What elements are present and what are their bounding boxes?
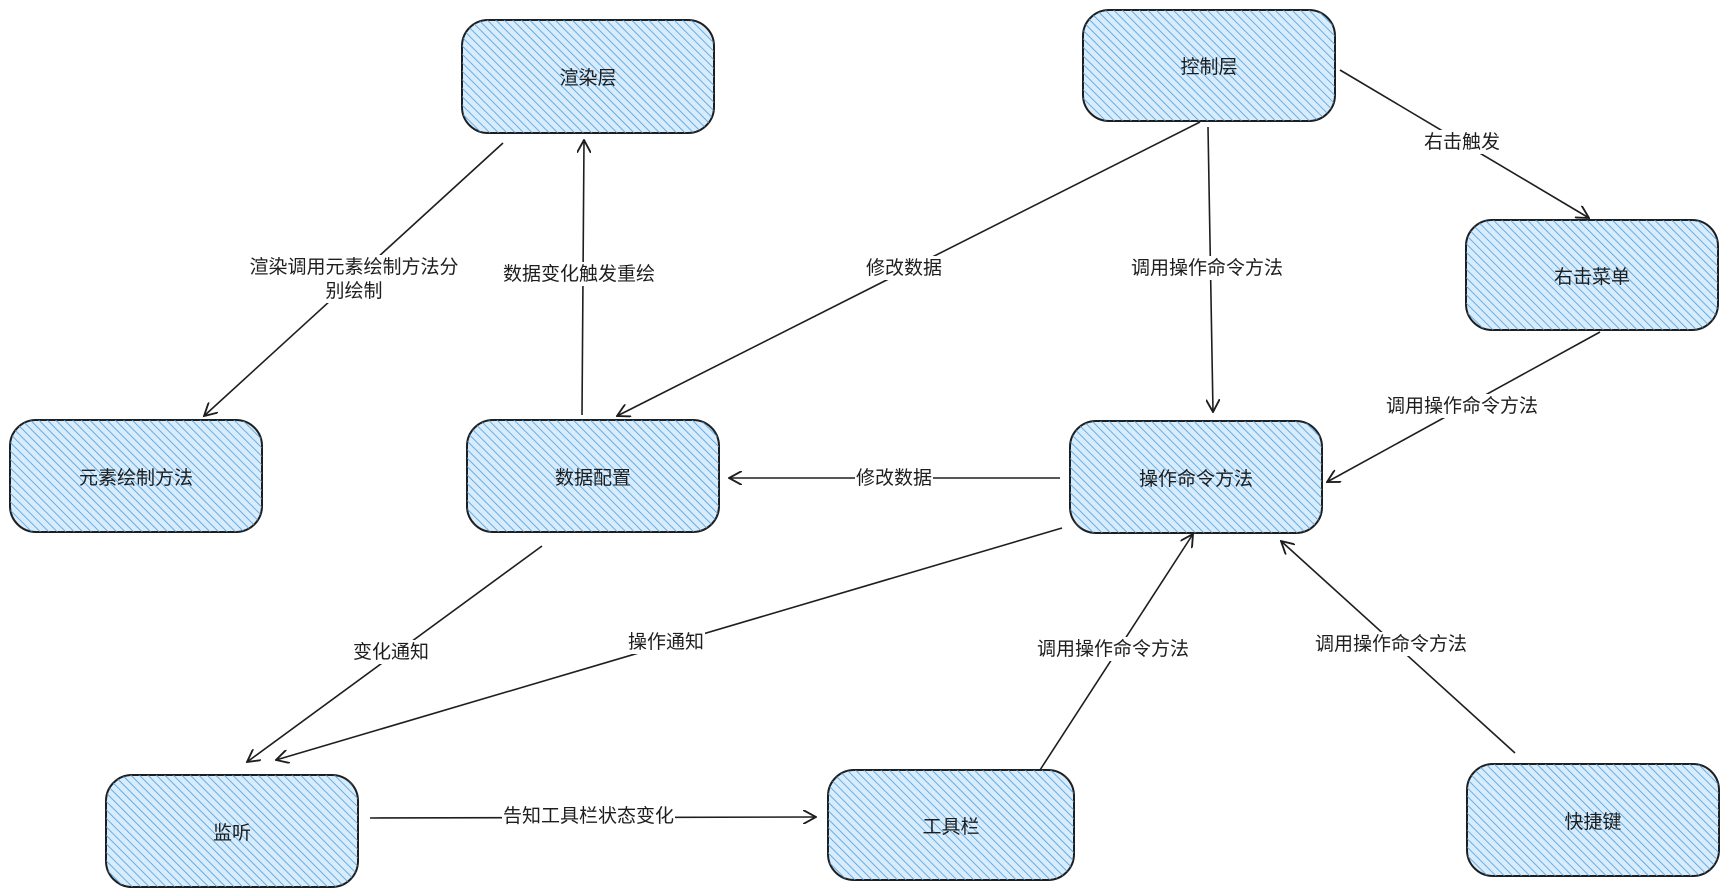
- edge-label-data-to-render: 数据变化触发重绘: [502, 262, 657, 286]
- edge-label-data-to-listener: 变化通知: [352, 640, 431, 664]
- edge-label-ops-to-data: 修改数据: [855, 466, 934, 490]
- node-right-menu-label: 右击菜单: [1553, 265, 1630, 288]
- node-control-layer-label: 控制层: [1180, 56, 1238, 78]
- node-render-layer-label: 渲染层: [559, 67, 617, 89]
- edge-label-toolbar-to-ops: 调用操作命令方法: [1036, 637, 1191, 661]
- node-control-layer: 控制层: [1083, 10, 1335, 121]
- edge-label-ops-to-listener: 操作通知: [627, 630, 706, 654]
- node-element-draw-label: 元素绘制方法: [78, 466, 193, 489]
- edge-label-render-to-draw-line1: 渲染调用元素绘制方法分: [249, 256, 459, 278]
- edge-label-control-to-menu: 右击触发: [1423, 130, 1502, 154]
- node-listener-label: 监听: [212, 821, 251, 844]
- node-shortcut-label: 快捷键: [1564, 810, 1622, 833]
- node-shortcut: 快捷键: [1467, 764, 1719, 876]
- node-op-methods: 操作命令方法: [1070, 421, 1322, 533]
- node-toolbar-label: 工具栏: [922, 815, 980, 838]
- edge-label-shortcut-to-ops: 调用操作命令方法: [1314, 632, 1469, 656]
- node-render-layer: 渲染层: [462, 20, 714, 133]
- edge-label-control-to-data: 修改数据: [865, 256, 944, 280]
- edge-label-listener-to-toolbar: 告知工具栏状态变化: [502, 804, 676, 828]
- edge-label-render-to-draw: 渲染调用元素绘制方法分 别绘制: [241, 255, 467, 303]
- edge-label-control-to-ops: 调用操作命令方法: [1130, 256, 1285, 280]
- node-op-methods-label: 操作命令方法: [1138, 467, 1253, 490]
- node-data-config-label: 数据配置: [554, 466, 631, 489]
- node-data-config: 数据配置: [467, 420, 719, 532]
- node-right-menu: 右击菜单: [1466, 220, 1718, 330]
- edge-label-menu-to-ops: 调用操作命令方法: [1385, 394, 1540, 418]
- node-element-draw: 元素绘制方法: [10, 420, 262, 532]
- node-toolbar: 工具栏: [828, 770, 1074, 880]
- node-listener: 监听: [106, 775, 358, 887]
- edge-label-render-to-draw-line2: 别绘制: [325, 280, 383, 302]
